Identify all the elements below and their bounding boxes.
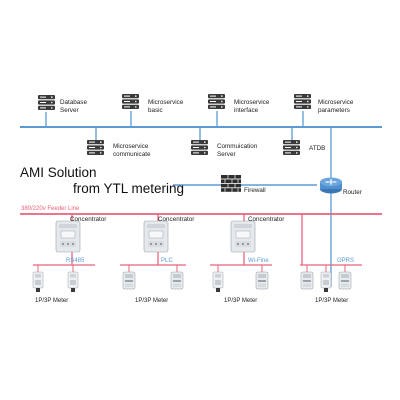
server-label: interface [234, 107, 259, 114]
server-database: Database Server [38, 95, 87, 114]
meter-device [32, 271, 44, 293]
server-icon [87, 140, 104, 155]
meter-device [170, 271, 184, 290]
server-microservice-communicate: Microservice communicate [87, 140, 151, 158]
server-label: Microservice [318, 99, 354, 106]
server-label: Server [60, 107, 79, 114]
meter-device [212, 271, 224, 293]
concentrator-label: Concentrator [70, 216, 106, 223]
meter-label: 1P/3P Meter [135, 298, 168, 304]
medium-label: Wi-Fine [248, 258, 269, 264]
concentrator-label: Concentrator [248, 216, 284, 223]
server-communication: Commuication Server [191, 140, 258, 158]
medium-label: RS485 [66, 258, 85, 264]
medium-label: PLC [161, 258, 173, 264]
server-label: Microservice [148, 99, 184, 106]
server-label: Microservice [234, 99, 270, 106]
diagram-title-line2: from YTL metering [73, 181, 184, 196]
server-label: Server [217, 151, 236, 158]
server-icon [294, 94, 311, 109]
meter-label: 1P/3P Meter [315, 298, 348, 304]
meter-device [67, 271, 79, 293]
server-microservice-parameters: Microservice parameters [294, 94, 354, 114]
server-label: Microservice [113, 143, 149, 150]
server-icon [191, 140, 208, 155]
server-icon [208, 94, 225, 109]
meter-device [122, 271, 136, 290]
meter-group-gprs: GPRS 1P/3P Meter [300, 214, 362, 304]
router: Router [320, 177, 362, 196]
feeder-line-label: 380/220v Feeder Line [21, 206, 80, 212]
server-label: Database [60, 99, 87, 106]
server-icon [122, 94, 139, 109]
router-label: Router [343, 189, 362, 196]
concentrator-group-plc: Concentrator PLC 1P/3P Meter [120, 216, 194, 304]
server-icon [38, 95, 55, 110]
firewall: Firewall [221, 175, 266, 194]
server-microservice-basic: Microservice basic [122, 94, 184, 114]
diagram-title-line1: AMI Solution [20, 165, 97, 180]
concentrator-group-rs485: Concentrator RS485 1P/3P Meter [32, 216, 106, 304]
router-icon [320, 177, 342, 194]
server-label: ATDB [309, 145, 325, 152]
meter-label: 1P/3P Meter [35, 298, 68, 304]
concentrator-device [143, 220, 169, 253]
server-atdb: ATDB [283, 140, 325, 155]
concentrator-group-wifi: Concentrator Wi-Fine 1P/3P Meter [210, 216, 284, 304]
firewall-label: Firewall [244, 187, 266, 194]
server-label: parameters [318, 107, 350, 114]
server-label: basic [148, 107, 163, 114]
feeder-line: 380/220v Feeder Line [20, 206, 382, 265]
concentrator-device [55, 220, 81, 253]
firewall-icon [221, 175, 241, 192]
meter-device [255, 271, 269, 290]
meter-label: 1P/3P Meter [224, 298, 257, 304]
meter-device [320, 271, 332, 293]
server-label: Commuication [217, 143, 258, 150]
concentrator-device [230, 220, 256, 253]
meter-device [300, 271, 314, 290]
server-label: communicate [113, 151, 151, 158]
medium-label: GPRS [337, 258, 354, 264]
server-microservice-interface: Microservice interface [208, 94, 270, 114]
server-icon [283, 140, 300, 155]
network-bus [20, 111, 382, 287]
concentrator-label: Concentrator [158, 216, 194, 223]
meter-device [338, 271, 352, 290]
